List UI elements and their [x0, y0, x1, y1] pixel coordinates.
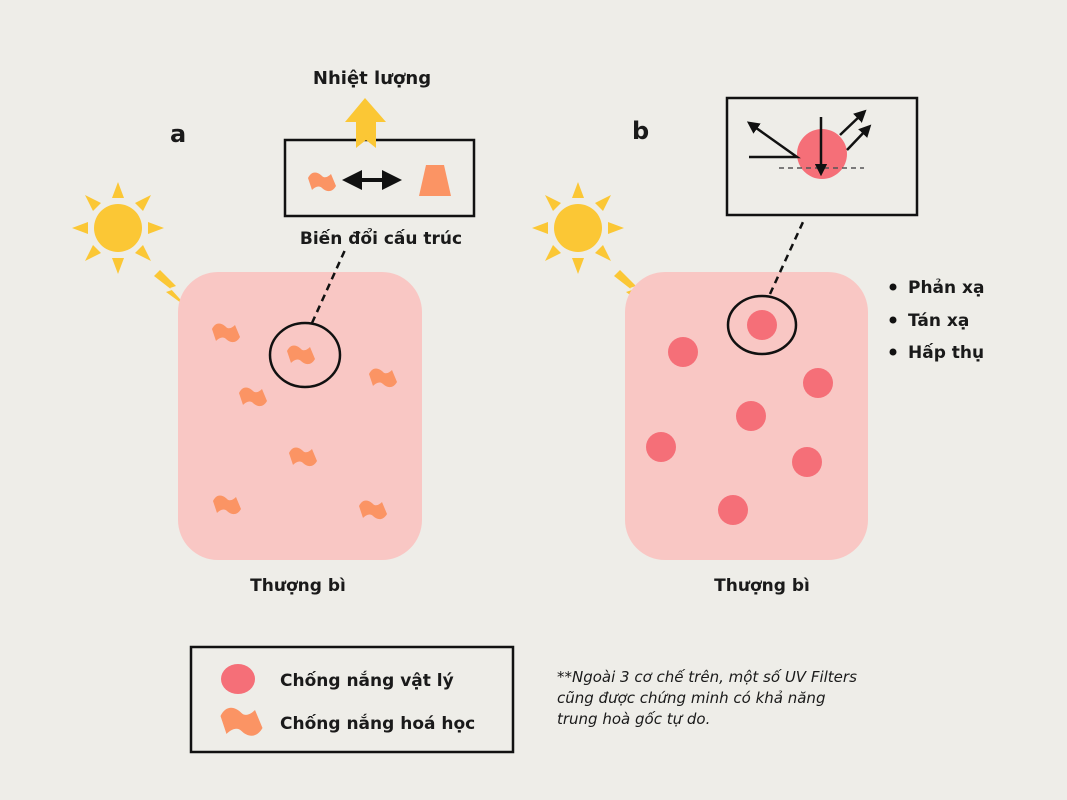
- highlight-circle: [268, 321, 342, 389]
- inset-box-a: [283, 138, 476, 218]
- physical-filter-particle: [792, 447, 822, 477]
- chemical-filter-shape: [308, 172, 336, 192]
- heat-arrow-icon: [345, 98, 386, 148]
- note-line-3: trung hoà gốc tự do.: [557, 710, 710, 728]
- panel-b-label: b: [632, 117, 649, 145]
- scatter-arrow-icon: [846, 124, 872, 151]
- physical-legend-icon: [221, 664, 255, 694]
- inset-box-b: [725, 96, 919, 217]
- callout-line: [768, 221, 805, 295]
- epidermis-layer-a: [178, 272, 422, 560]
- physical-filter-particle: [718, 495, 748, 525]
- physical-filter-particle: [646, 432, 676, 462]
- legend-chemical: Chống nắng hoá học: [280, 713, 475, 734]
- layer-label-b: Thượng bì: [714, 576, 810, 596]
- physical-filter-particle: [803, 368, 833, 398]
- bullet: [889, 283, 897, 291]
- callout-line: [310, 249, 347, 324]
- transformed-shape: [419, 165, 451, 196]
- inset-caption: Biến đổi cấu trúc: [300, 227, 462, 249]
- note-line-1: **Ngoài 3 cơ chế trên, một số UV Filters: [557, 668, 857, 686]
- reflection-arrow-icon: [746, 121, 801, 159]
- panel-a-label: a: [170, 120, 186, 148]
- highlight-circle: [726, 294, 798, 356]
- sun-icon: [532, 182, 624, 274]
- mechanism-scattering: Tán xạ: [908, 311, 969, 331]
- legend-physical: Chống nắng vật lý: [280, 670, 454, 691]
- physical-filter-particle: [736, 401, 766, 431]
- physical-filter-particle: [668, 337, 698, 367]
- layer-label-a: Thượng bì: [250, 576, 346, 596]
- chemical-legend-icon: [220, 707, 263, 736]
- mechanism-absorption: Hấp thụ: [908, 342, 984, 363]
- bullet: [889, 316, 897, 324]
- heat-label: Nhiệt lượng: [313, 68, 431, 89]
- sun-icon: [72, 182, 164, 274]
- mechanism-reflection: Phản xạ: [908, 278, 985, 298]
- legend-box: [189, 645, 515, 754]
- bullet: [889, 348, 897, 356]
- note-line-2: cũng được chứng minh có khả năng: [557, 689, 825, 707]
- physical-filter-particle: [747, 310, 777, 340]
- scatter-arrow-icon: [839, 109, 867, 136]
